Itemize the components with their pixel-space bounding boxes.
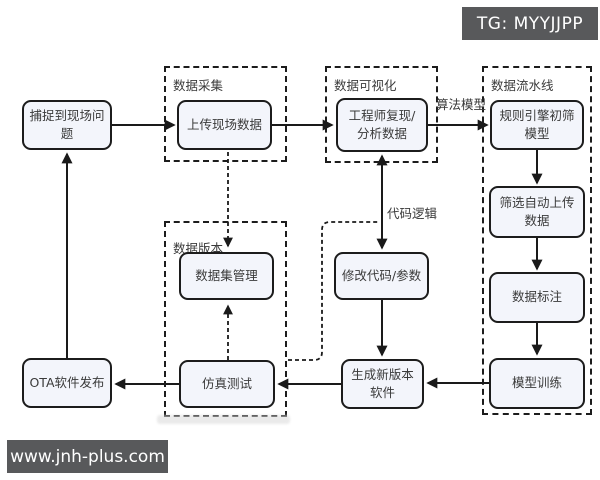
node-new-version: 生成新版本软件 <box>341 359 424 409</box>
node-capture-issue: 捕捉到现场问题 <box>22 100 112 150</box>
node-filter-upload: 筛选自动上传数据 <box>489 186 585 238</box>
node-simulation-test: 仿真测试 <box>179 360 275 408</box>
group-data-pipeline: 数据流水线 <box>482 66 592 415</box>
group-data-collection: 数据采集 <box>164 66 287 162</box>
edge-label-code-logic: 代码逻辑 <box>387 206 438 221</box>
website-badge: www.jnh-plus.com <box>7 440 168 473</box>
node-ota-release: OTA软件发布 <box>22 358 112 408</box>
telegram-badge: TG: MYYJJPP <box>462 7 598 40</box>
node-model-training: 模型训练 <box>489 358 585 409</box>
node-upload-data: 上传现场数据 <box>177 100 272 150</box>
group-data-collection-label: 数据采集 <box>173 78 224 93</box>
dashed-link-simulation-to-code-loop <box>288 221 378 361</box>
node-dataset-management: 数据集管理 <box>179 252 274 300</box>
node-engineer-analyze: 工程师复现/分析数据 <box>336 98 428 152</box>
watermark-smudge <box>157 415 290 424</box>
group-data-visualization-label: 数据可视化 <box>334 78 397 93</box>
node-data-annotation: 数据标注 <box>489 272 585 323</box>
node-modify-code: 修改代码/参数 <box>334 252 429 300</box>
node-rule-engine: 规则引擎初筛模型 <box>490 100 584 150</box>
edge-label-algorithm-model: 算法模型 <box>436 97 487 112</box>
group-data-pipeline-label: 数据流水线 <box>491 78 554 93</box>
